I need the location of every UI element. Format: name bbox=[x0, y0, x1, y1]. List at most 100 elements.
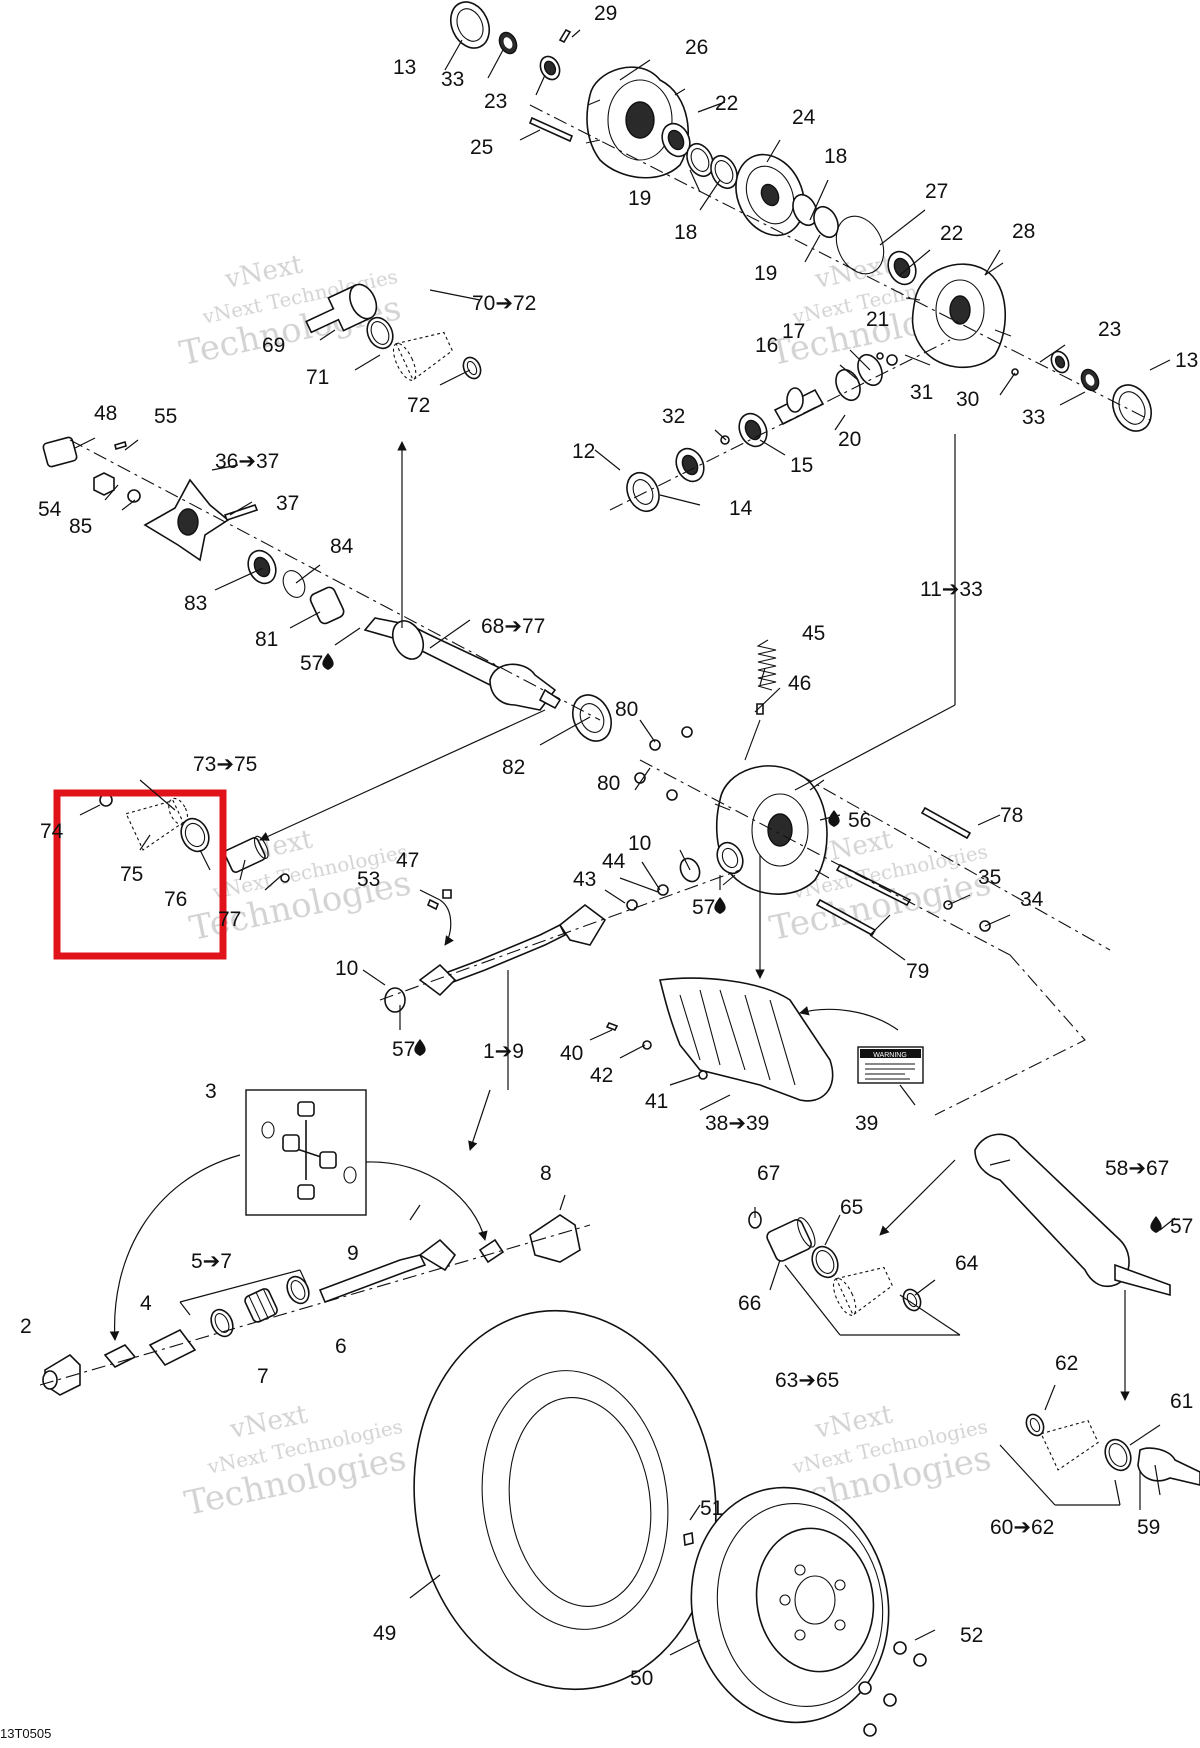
nut-43 bbox=[626, 899, 638, 911]
valve-51 bbox=[683, 1531, 694, 1547]
pin-30 bbox=[1011, 368, 1019, 376]
part-label-l56: 56 bbox=[848, 809, 871, 832]
part-label-l69: 69 bbox=[262, 334, 285, 357]
washer-53 bbox=[426, 898, 440, 911]
part-label-l45: 45 bbox=[802, 622, 825, 645]
part-label-l14: 14 bbox=[729, 497, 753, 520]
yoke-4 bbox=[148, 1328, 197, 1367]
part-label-l37: 37 bbox=[276, 492, 299, 515]
cv-joint-69 bbox=[305, 283, 378, 334]
part-label-l57a: 57 bbox=[300, 652, 323, 675]
part-label-l35: 35 bbox=[978, 866, 1001, 889]
bolt-40 bbox=[605, 1021, 619, 1032]
part-label-l70: 70➔72 bbox=[472, 292, 536, 315]
part-label-l43: 43 bbox=[573, 868, 596, 891]
dash-diff-to-shaft bbox=[934, 954, 1086, 1116]
watermark-bottom-left: vNext vNext Technologies Technologies bbox=[181, 1399, 409, 1524]
part-label-l62: 62 bbox=[1055, 1352, 1078, 1375]
part-label-l80b: 80 bbox=[597, 772, 620, 795]
rod-link bbox=[744, 719, 761, 761]
bolt-47 bbox=[442, 889, 452, 899]
part-label-l76: 76 bbox=[164, 888, 187, 911]
part-label-l3: 3 bbox=[205, 1080, 217, 1103]
inner-cv-group bbox=[53, 789, 290, 960]
lubricant-drop-icon bbox=[828, 810, 840, 827]
part-label-l44: 44 bbox=[602, 850, 626, 873]
seal-82 bbox=[571, 694, 613, 742]
part-label-l53: 53 bbox=[357, 868, 380, 891]
part-label-l25: 25 bbox=[470, 136, 493, 159]
yoke-8 bbox=[529, 1214, 581, 1263]
clamp-6 bbox=[286, 1275, 310, 1305]
rear-differential-group: WARNING bbox=[379, 639, 1011, 1102]
boot-72 bbox=[392, 331, 454, 381]
bracket-60-62 bbox=[999, 1444, 1121, 1506]
part-label-l22a: 22 bbox=[715, 92, 738, 115]
part-label-l42: 42 bbox=[590, 1064, 613, 1087]
washer-42 bbox=[642, 1040, 652, 1050]
bearing-23-top bbox=[539, 55, 561, 81]
boot-63 bbox=[832, 1266, 894, 1316]
arrow-ujoint-left bbox=[109, 1154, 241, 1341]
part-label-l54: 54 bbox=[38, 498, 62, 521]
upper-axis-line bbox=[529, 104, 1151, 421]
housing-cover-26 bbox=[585, 66, 689, 179]
bearing-14 bbox=[675, 447, 705, 483]
part-label-l68: 68➔77 bbox=[481, 615, 545, 638]
drive-shaft-68 bbox=[363, 617, 562, 711]
bolt-25 bbox=[528, 116, 574, 143]
skid-plate-38 bbox=[659, 977, 834, 1102]
seal-12 bbox=[626, 471, 660, 513]
oring-33-right bbox=[1080, 368, 1100, 392]
ring-gear-24 bbox=[735, 153, 805, 237]
clamp-7 bbox=[210, 1308, 234, 1338]
part-label-l5: 5➔7 bbox=[191, 1250, 232, 1273]
circlip-84 bbox=[282, 570, 306, 598]
part-label-l51: 51 bbox=[700, 1497, 723, 1520]
svg-text:WARNING: WARNING bbox=[873, 1052, 907, 1059]
part-label-l23b: 23 bbox=[1098, 318, 1121, 341]
part-label-l16: 16 bbox=[755, 334, 778, 357]
right-cv-group bbox=[748, 1133, 1200, 1506]
yoke-2 bbox=[42, 1353, 81, 1396]
ujoint-group bbox=[39, 1089, 591, 1396]
bolt-79-b bbox=[835, 863, 912, 907]
nuts-80 bbox=[634, 726, 693, 801]
clamp-65 bbox=[811, 1245, 839, 1279]
part-label-l19b: 19 bbox=[754, 262, 777, 285]
hub-group bbox=[42, 283, 613, 742]
part-label-l19a: 19 bbox=[628, 187, 651, 210]
part-label-l11: 11➔33 bbox=[920, 578, 983, 601]
part-label-l4: 4 bbox=[140, 1292, 152, 1315]
lubricant-drop-icon bbox=[1150, 1216, 1162, 1233]
part-label-l64: 64 bbox=[955, 1252, 979, 1275]
part-label-l39: 39 bbox=[855, 1112, 878, 1135]
lug-nuts-52 bbox=[858, 1641, 927, 1737]
joint-59 bbox=[1137, 1447, 1200, 1486]
arrow-ujoint-right bbox=[365, 1161, 488, 1241]
boot-60 bbox=[1040, 1420, 1099, 1471]
part-label-l75: 75 bbox=[120, 863, 143, 886]
lubricant-drop-icon bbox=[414, 1039, 426, 1056]
watermark-mid-left: vNext vNext Technologies Technologies bbox=[186, 824, 414, 949]
shim-19-upper bbox=[686, 142, 714, 178]
oring-33-top bbox=[498, 31, 518, 55]
diff-axis-line bbox=[639, 759, 1011, 956]
spring-45 bbox=[756, 639, 777, 691]
part-label-l36: 36➔37 bbox=[215, 450, 279, 473]
hub-36 bbox=[143, 478, 230, 562]
lubricant-drop-icon bbox=[322, 653, 334, 670]
pin-29 bbox=[558, 28, 572, 44]
part-label-l8: 8 bbox=[540, 1162, 552, 1185]
part-label-l38: 38➔39 bbox=[705, 1112, 769, 1135]
part-label-l61: 61 bbox=[1170, 1390, 1193, 1413]
joint-66 bbox=[766, 1217, 816, 1262]
seal-13-top bbox=[449, 1, 491, 49]
joint-77 bbox=[224, 835, 269, 873]
washer-85 bbox=[127, 489, 141, 503]
bearing-15 bbox=[738, 412, 768, 448]
dash-diff-right bbox=[799, 774, 1111, 951]
boot-5 bbox=[244, 1288, 278, 1323]
part-label-l15: 15 bbox=[790, 454, 813, 477]
